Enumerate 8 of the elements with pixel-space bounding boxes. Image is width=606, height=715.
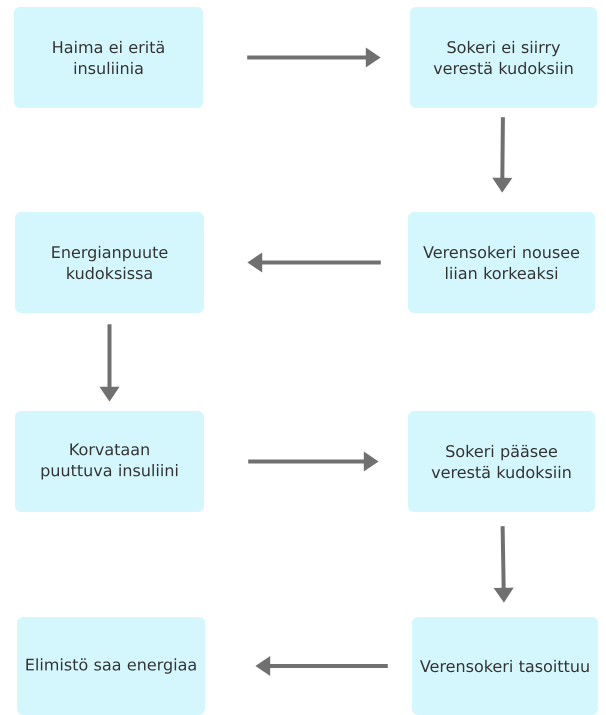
- process-box: Elimistö saa energiaa: [17, 617, 205, 715]
- process-box: Verensokeri tasoittuu: [412, 617, 598, 715]
- process-box: Sokeri pääsee verestä kudoksiin: [408, 411, 595, 512]
- process-box: Sokeri ei siirry verestä kudoksiin: [410, 7, 597, 108]
- process-box: Verensokeri nousee liian korkeaksi: [408, 212, 595, 313]
- process-box: Energianpuute kudoksissa: [15, 212, 204, 313]
- process-box: Korvataan puuttuva insuliini: [15, 411, 204, 512]
- process-box: Haima ei eritä insuliinia: [14, 7, 203, 108]
